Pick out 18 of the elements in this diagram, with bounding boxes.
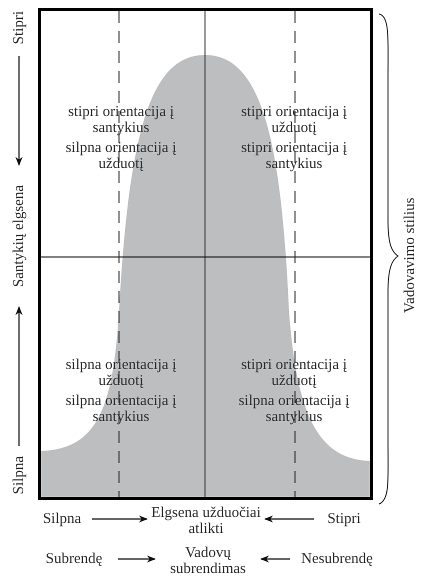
axis-label: Vadovų subrendimas [169,545,247,577]
arrow [260,555,290,563]
axis-label: Subrendę [46,551,102,567]
arrow [15,306,23,446]
arrow [264,515,314,523]
axis-label: Santykių elgsena [11,184,27,288]
arrow [92,515,148,523]
quadrant-text: silpna orientacija į užduotį [64,140,178,172]
axis-label: Silpna [42,511,82,527]
axis-label: Elgsena užduočiai atlikti [150,505,262,537]
arrow [118,555,156,563]
axis-label: Stipri [11,11,27,45]
quadrant-text: stipri orientacija į santykius [240,140,348,172]
axis-label: Stipri [327,511,361,527]
brace-label: Vadovavimo stilius [401,196,419,315]
axis-label: Silpna [11,456,27,494]
axis-label: Nesubrendę [301,551,373,567]
arrow [15,56,23,166]
